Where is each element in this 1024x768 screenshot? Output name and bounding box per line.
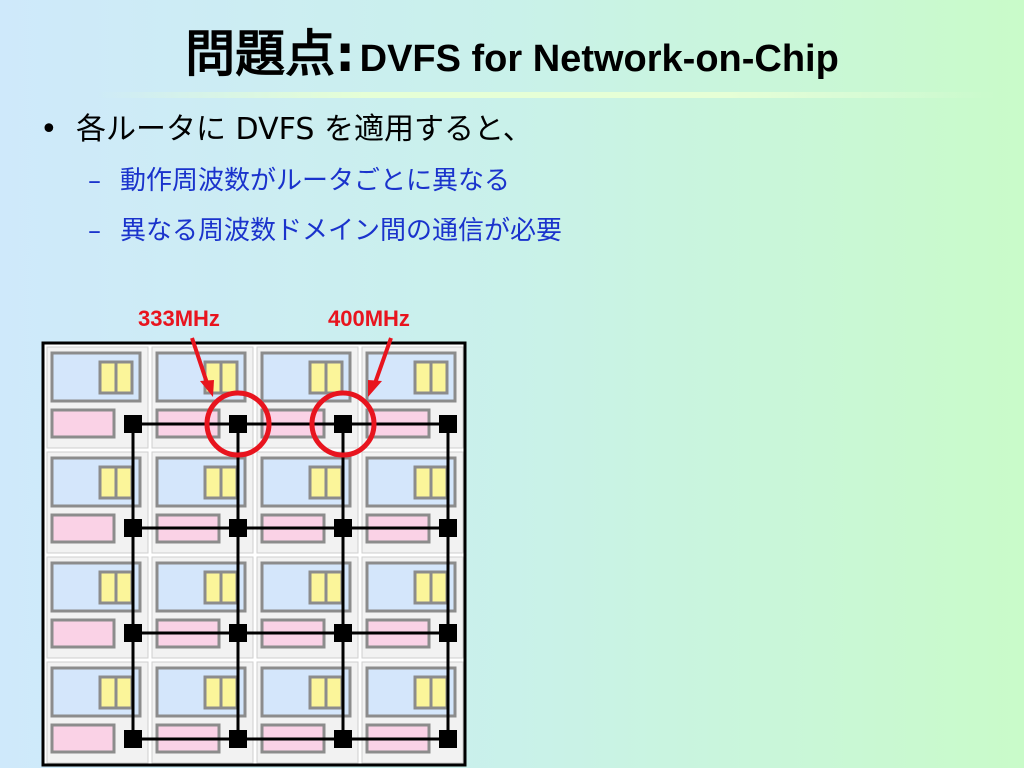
highlight-circle-333	[204, 390, 272, 458]
router	[439, 730, 457, 748]
main-bullet: • 各ルータに DVFS を適用すると、	[40, 104, 533, 148]
sub-bullet-dash: –	[88, 216, 101, 246]
router	[439, 519, 457, 537]
router	[229, 519, 247, 537]
memory-block	[50, 723, 116, 754]
freq-label-333: 333MHz	[138, 306, 220, 331]
router	[334, 519, 352, 537]
memory-block	[50, 513, 116, 544]
router	[124, 519, 142, 537]
bullet-dot: •	[40, 112, 58, 147]
router	[124, 730, 142, 748]
highlight-circle-400	[309, 390, 377, 458]
memory-block	[50, 408, 116, 439]
title-english: DVFS for Network-on-Chip	[359, 38, 839, 80]
sub-bullet-text: 異なる周波数ドメイン間の通信が必要	[120, 216, 563, 246]
main-bullet-text: 各ルータに DVFS を適用すると、	[76, 112, 533, 147]
sub-bullet-2: –異なる周波数ドメイン間の通信が必要	[88, 210, 562, 247]
freq-label-400: 400MHz	[328, 306, 410, 331]
title-underline	[96, 92, 996, 98]
sub-bullet-dash: –	[88, 166, 101, 196]
router	[229, 730, 247, 748]
router	[334, 415, 352, 433]
title-japanese: 問題点:	[185, 25, 356, 83]
router	[229, 415, 247, 433]
router	[124, 624, 142, 642]
arrow-head-400	[368, 380, 382, 397]
arrow-shaft-333	[190, 337, 210, 387]
router	[229, 624, 247, 642]
arrow-head-333	[200, 380, 214, 397]
router	[439, 415, 457, 433]
sub-bullet-text: 動作周波数がルータごとに異なる	[120, 166, 511, 196]
sub-bullet-1: –動作周波数がルータごとに異なる	[88, 160, 510, 197]
arrow-shaft-400	[372, 337, 393, 387]
router	[334, 624, 352, 642]
slide-title: 問題点: DVFS for Network-on-Chip	[0, 14, 1024, 86]
memory-block	[50, 618, 116, 649]
router	[124, 415, 142, 433]
router	[439, 624, 457, 642]
router	[334, 730, 352, 748]
